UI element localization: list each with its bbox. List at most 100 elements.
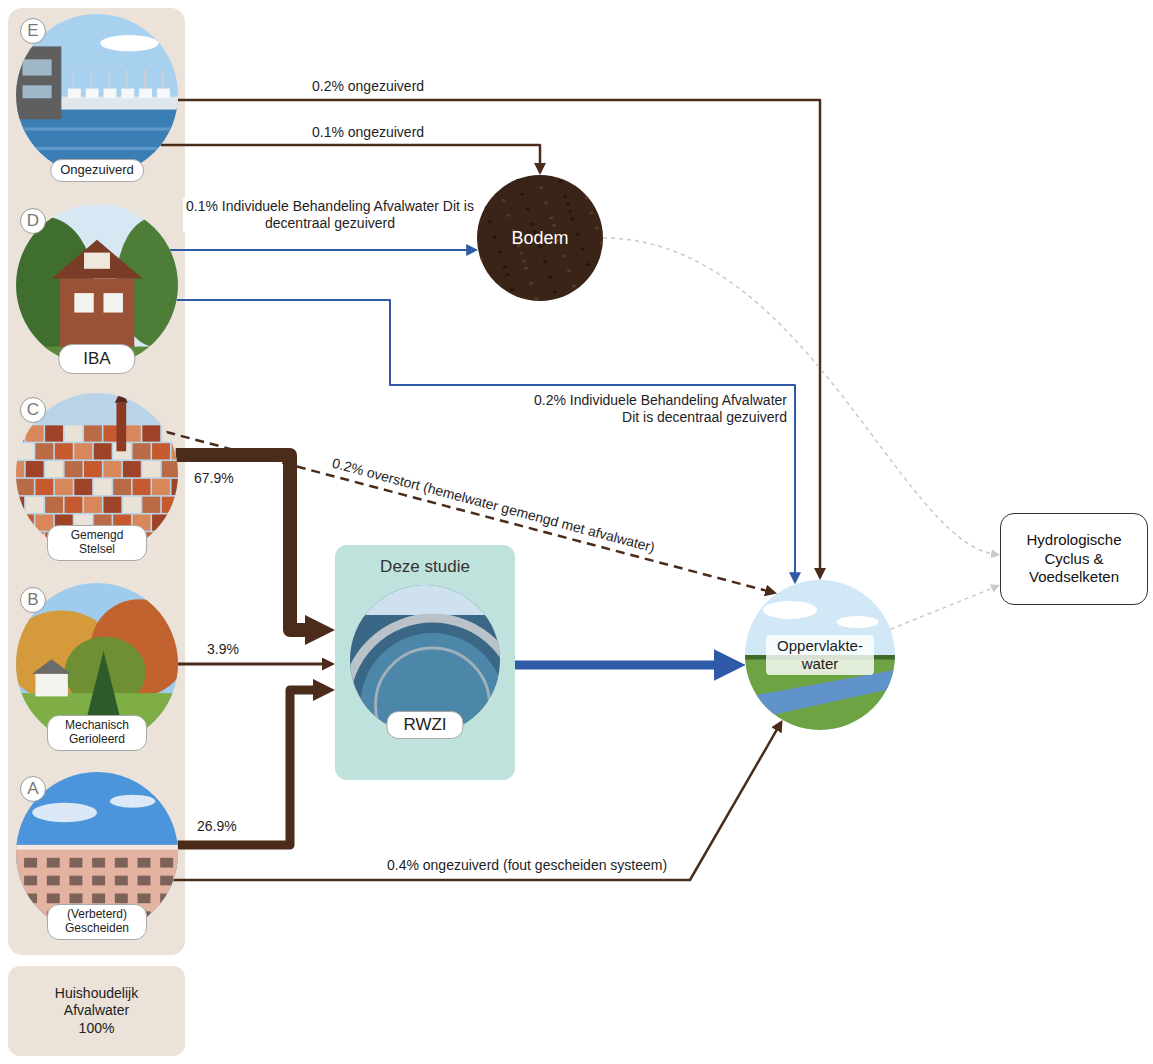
photo-content [475,173,604,301]
photo-shape [24,876,37,886]
photo-shape [74,293,93,312]
photo-shape [530,223,534,226]
photo-content [6,390,209,567]
photo-shape [162,425,180,441]
photo-shape [484,272,488,275]
flow-arrow [515,661,723,670]
photo-shape [525,208,529,211]
flow-label: 0.2% overstort (hemelwater gemengd met a… [328,454,658,556]
photo-shape [92,858,105,868]
photo-shape [520,192,524,195]
flow-arrow [177,300,795,576]
flow-arrow [161,145,540,167]
photo-shape [552,224,556,227]
photo-shape [172,515,190,531]
photo-shape [16,845,178,850]
photo-shape [32,659,71,674]
photo-shape [100,35,158,51]
photo-shape [553,291,557,294]
photo-shape [162,497,180,513]
photo-shape [47,876,60,886]
photo-shape [142,461,160,477]
circle-node: Bodem [477,175,603,301]
photo-shape [160,911,173,921]
photo-shape [519,252,523,255]
photo-shape [45,461,63,477]
photo-shape [571,218,575,221]
photo-shape [123,461,141,477]
flow-label: 3.9% [205,641,241,658]
photo-shape [172,443,190,459]
photo-shape [496,184,500,187]
photo-shape [26,532,44,548]
flow-label: 0.1% ongezuiverd [310,124,426,141]
photo-shape [191,550,209,566]
photo-shape [152,443,170,459]
box-label: Deze studie [380,557,470,577]
photo-shape [475,182,479,185]
photo-shape [103,461,121,477]
photo-shape [580,181,584,184]
photo-shape [22,59,51,75]
photo-shape [152,515,170,531]
photo-shape [162,532,180,548]
photo-shape [591,278,595,281]
photo-shape [65,497,83,513]
photo-shape [16,46,61,119]
photo-shape [73,69,75,88]
photo-shape [142,425,160,441]
circle-node: Oppervlakte- water [745,580,895,730]
flow-arrow [178,100,820,572]
photo-content [346,585,520,792]
photo-shape [6,461,24,477]
photo-shape [110,795,155,808]
photo-shape [515,177,519,180]
photo-shape [567,269,571,272]
photo-shape [16,14,178,176]
photo-shape [65,425,83,441]
photo-shape [172,550,190,566]
photo-shape [26,425,44,441]
flow-label: 0.2% ongezuiverd [310,78,426,95]
photo-shape [22,85,51,98]
flow-arrow [176,455,314,630]
photo-shape [6,425,24,441]
photo-shape [68,89,81,99]
photo-shape [763,601,817,619]
photo-shape [160,858,173,868]
photo-shape [172,479,190,495]
photo-shape [60,279,135,350]
box-label: Huishoudelijk Afvalwater 100% [47,985,147,1038]
photo-shape [24,894,37,904]
photo-shape [47,894,60,904]
photo-shape [126,69,128,88]
photo-shape [121,89,134,99]
photo-shape [568,210,572,213]
process-box: Deze studieRWZI [335,545,515,780]
photo-shape [16,147,178,150]
photo-shape [52,240,143,279]
photo-shape [35,674,67,697]
photo-shape [489,287,493,290]
photo-shape [598,175,602,178]
source-circle: A(Verbeterd) Gescheiden [16,772,178,934]
photo-shape [529,282,533,285]
photo-shape [590,211,594,214]
photo-shape [144,69,146,88]
source-label: (Verbeterd) Gescheiden [47,904,147,940]
photo-shape [479,257,483,260]
circle-label: RWZI [386,711,463,739]
photo-shape [16,479,34,495]
photo-shape [505,273,509,276]
photo-shape [544,201,548,204]
photo-shape [113,479,131,495]
photo-shape [486,279,490,282]
photo-shape [133,443,151,459]
photo-shape [745,670,895,721]
photo-shape [498,250,502,253]
photo-shape [138,858,151,868]
photo-content [745,580,895,730]
photo-shape [116,403,126,452]
photo-shape [138,894,151,904]
photo-shape [501,199,505,202]
